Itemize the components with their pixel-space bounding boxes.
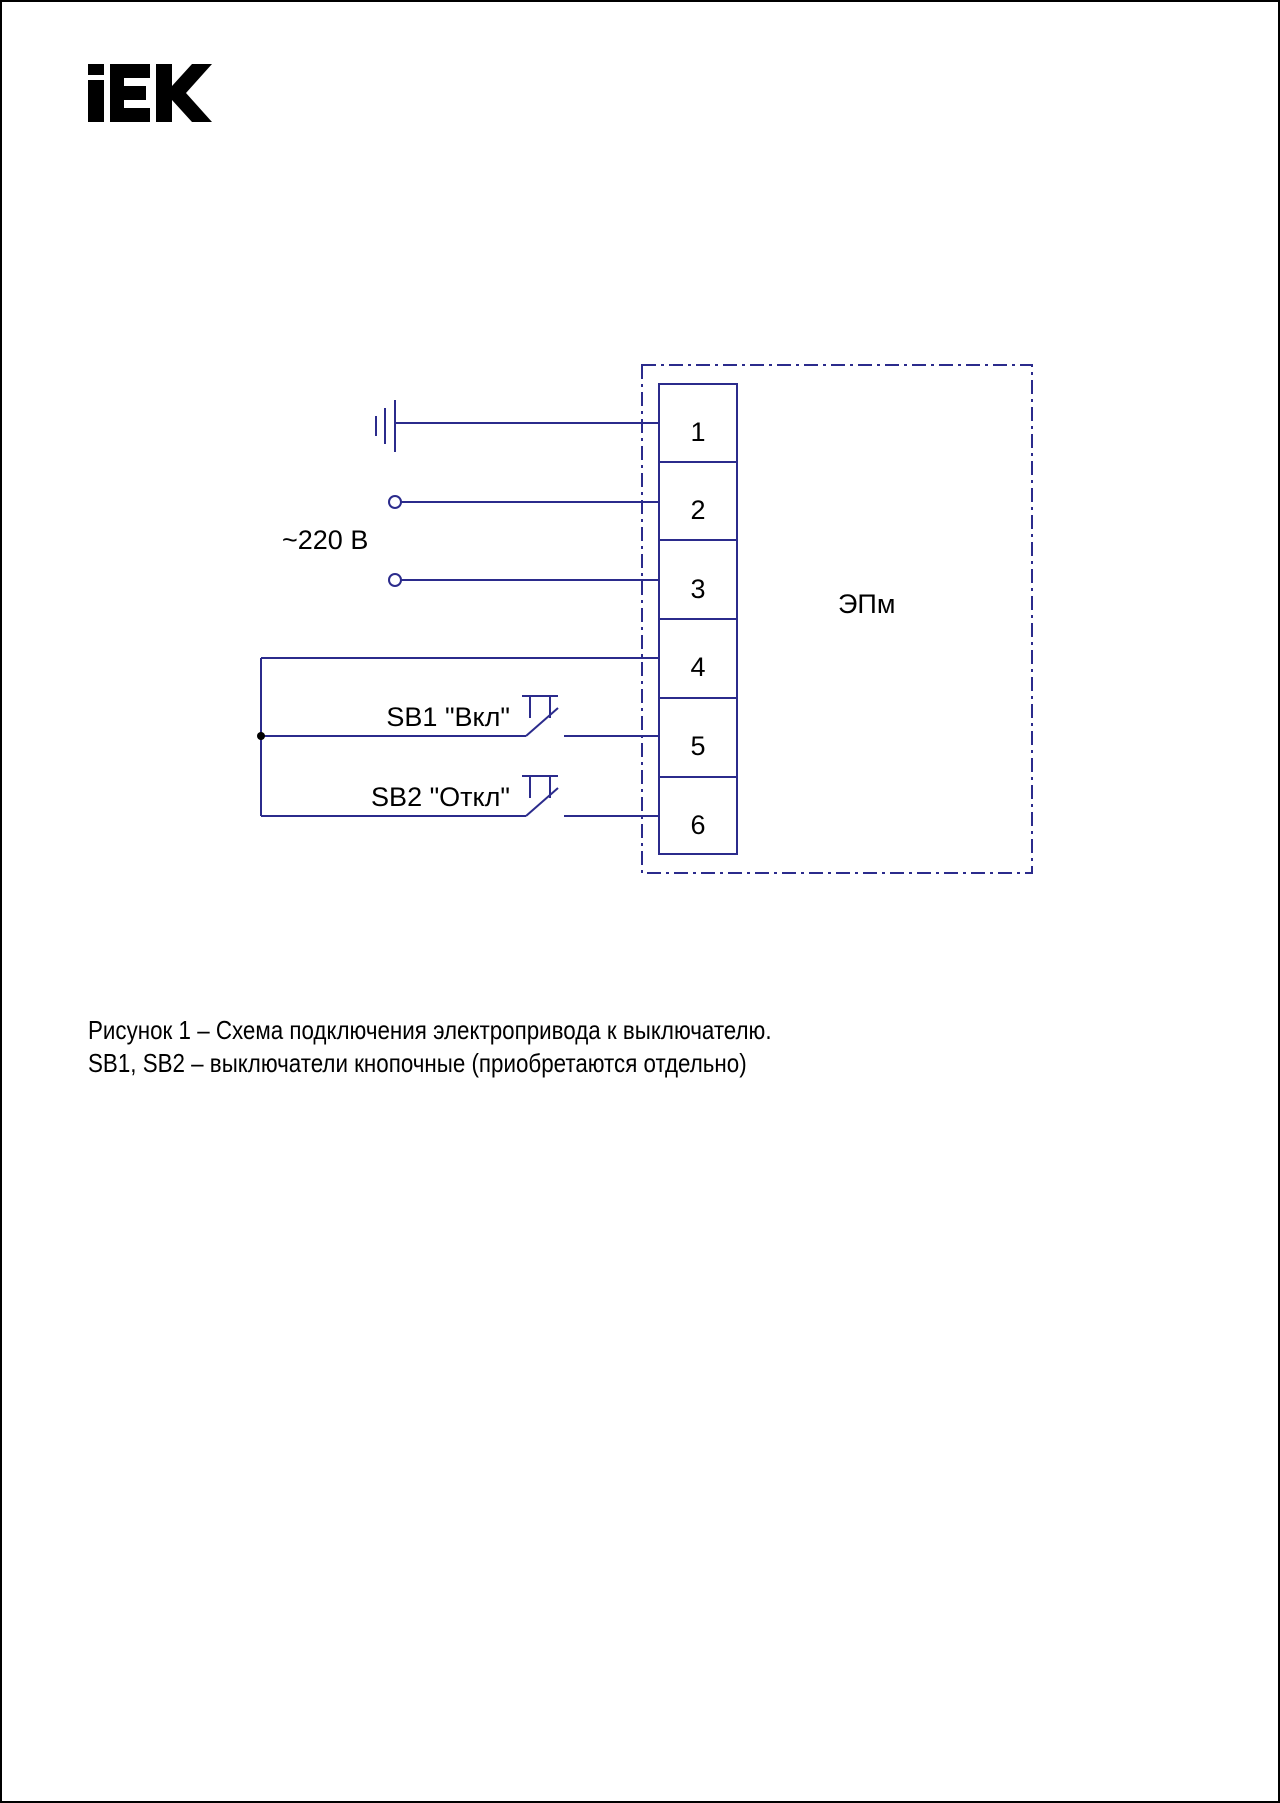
terminal-4-number: 4 bbox=[690, 652, 705, 682]
terminal-1-number: 1 bbox=[690, 417, 705, 447]
sb1-pushbutton-icon bbox=[522, 695, 558, 718]
sb1-label: SB1 "Вкл" bbox=[386, 702, 510, 732]
ground-icon bbox=[375, 400, 396, 452]
terminal-block bbox=[658, 383, 738, 855]
wiring-diagram: 1 2 3 4 5 6 ЭПм ~220 В SB1 "Вкл" SB2 "От… bbox=[257, 364, 1033, 874]
caption-line-1: Рисунок 1 – Схема подключения электропри… bbox=[88, 1015, 772, 1045]
terminal-2-number: 2 bbox=[690, 495, 705, 525]
iek-logo bbox=[88, 64, 212, 122]
supply-terminal-l-icon bbox=[388, 495, 402, 509]
figure-caption: Рисунок 1 – Схема подключения электропри… bbox=[88, 1014, 772, 1080]
caption-line-2: SB1, SB2 – выключатели кнопочные (приобр… bbox=[88, 1048, 747, 1078]
supply-terminal-n-icon bbox=[388, 573, 402, 587]
device-label: ЭПм bbox=[838, 589, 895, 619]
sb2-pushbutton-icon bbox=[522, 775, 558, 798]
terminal-5-number: 5 bbox=[690, 731, 705, 761]
sb1-contact-icon bbox=[525, 707, 559, 737]
junction-dot bbox=[257, 732, 265, 740]
sb2-label: SB2 "Откл" bbox=[371, 782, 510, 812]
supply-voltage-label: ~220 В bbox=[282, 525, 368, 555]
terminal-6-number: 6 bbox=[690, 810, 705, 840]
sb2-contact-icon bbox=[525, 787, 559, 817]
device-enclosure bbox=[641, 364, 1033, 874]
terminal-3-number: 3 bbox=[690, 574, 705, 604]
